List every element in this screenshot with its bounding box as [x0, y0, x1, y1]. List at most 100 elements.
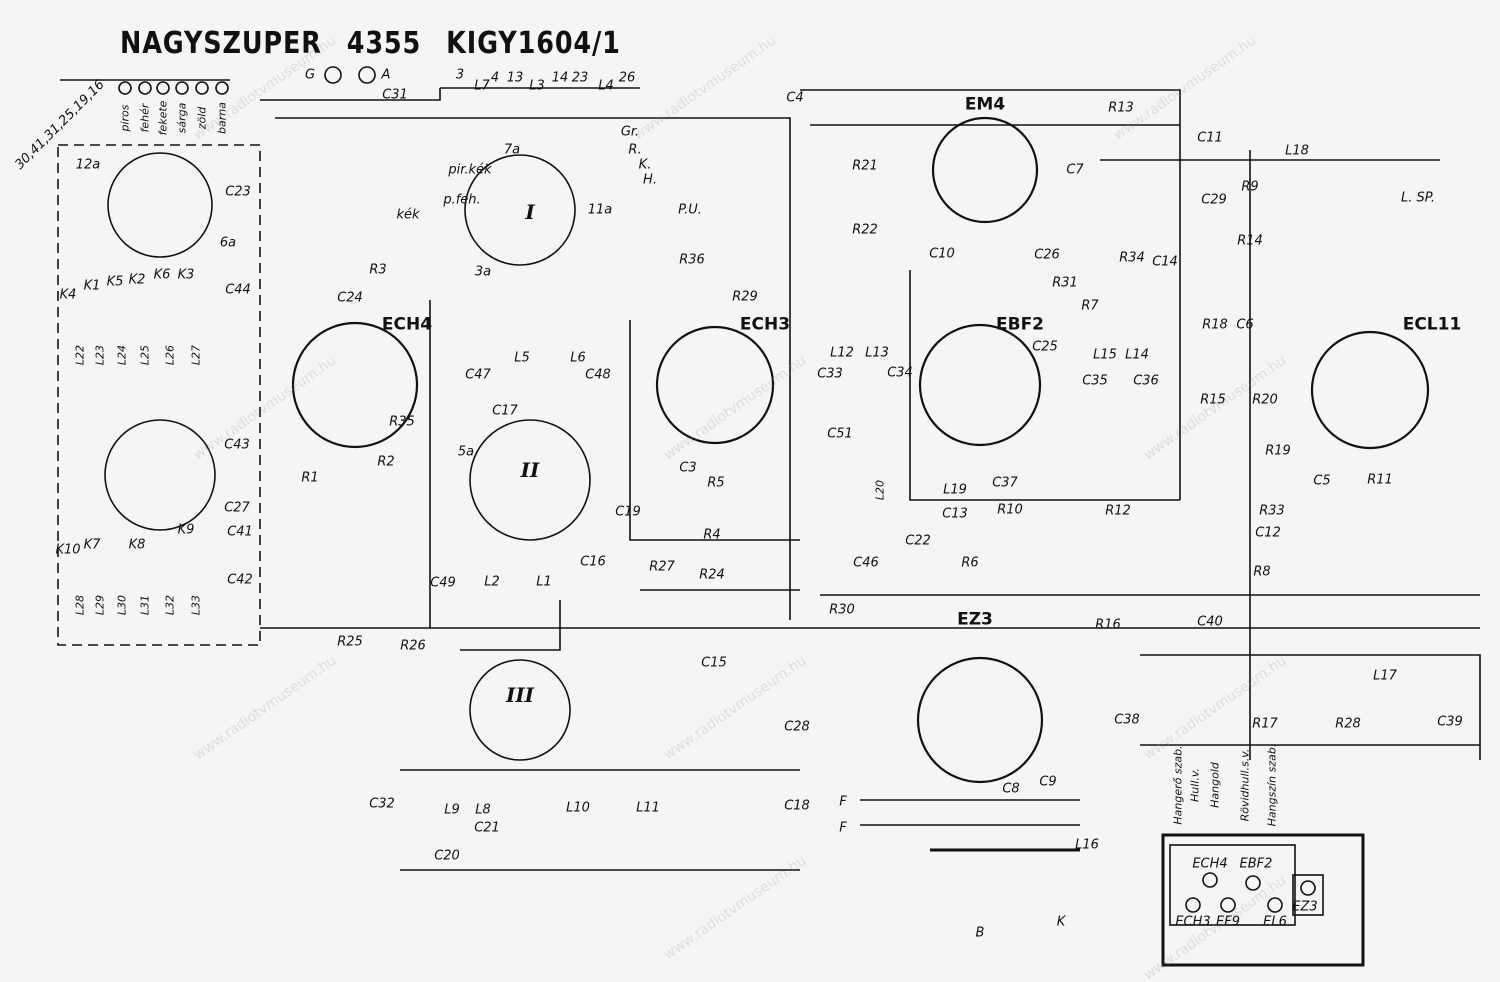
label-r30: R30	[829, 602, 855, 618]
chassis-tube-label: EL6	[1263, 914, 1287, 930]
label-c31: C31	[382, 87, 408, 103]
label-c13: C13	[942, 506, 968, 522]
label-l13: L13	[865, 345, 889, 361]
label-r21: R21	[852, 158, 878, 174]
label-c34: C34	[887, 365, 913, 381]
label-l16: L16	[1075, 837, 1099, 853]
chassis-tube-label: EF9	[1216, 914, 1240, 930]
switch-I	[464, 154, 576, 266]
label-k8: K8	[128, 537, 146, 553]
label-r24: R24	[699, 567, 725, 583]
label-c49: C49	[430, 575, 456, 591]
lamp-label: fehér	[138, 103, 152, 133]
label-f2: F	[839, 820, 847, 836]
label-g: G	[304, 67, 316, 83]
label-r9: R9	[1241, 179, 1259, 195]
label-c25: C25	[1032, 339, 1058, 355]
tube-ech3	[655, 325, 775, 445]
label-l5: L5	[514, 350, 530, 366]
label-r6: R6	[961, 555, 979, 571]
label-l28: L28	[73, 594, 87, 616]
label-pu: P.U.	[678, 202, 702, 218]
label-k2: K2	[128, 272, 146, 288]
label-r22: R22	[852, 222, 878, 238]
label-c16: C16	[580, 554, 606, 570]
label-kek: kék	[396, 207, 420, 223]
label-l8: L8	[475, 802, 491, 818]
label-c41: C41	[227, 524, 253, 540]
label-pfeh: p.feh.	[443, 192, 481, 208]
label-l2: L2	[484, 574, 500, 590]
tube-ebf2	[918, 323, 1042, 447]
label-n12a: 12a	[75, 157, 101, 173]
lamp-label: fekete	[156, 100, 170, 136]
label-k6: K6	[153, 267, 171, 283]
label-r36: R36	[679, 252, 705, 268]
label-l24: L24	[115, 344, 129, 366]
label-k10: K10	[55, 542, 81, 558]
label-l22: L22	[73, 344, 87, 366]
lamp-label: sárga	[175, 102, 189, 134]
label-k3: K3	[177, 267, 195, 283]
label-c36: C36	[1133, 373, 1159, 389]
label-a: A	[381, 67, 391, 83]
label-r27: R27	[649, 559, 675, 575]
label-r15: R15	[1200, 392, 1226, 408]
label-c3: C3	[679, 460, 697, 476]
label-r3: R3	[369, 262, 387, 278]
label-c8: C8	[1002, 781, 1020, 797]
label-l32: L32	[163, 594, 177, 616]
label-c46: C46	[853, 555, 879, 571]
label-c23: C23	[225, 184, 251, 200]
label-kk: K.	[638, 157, 652, 173]
label-f1: F	[839, 794, 847, 810]
label-l9: L9	[444, 802, 460, 818]
label-n6a: 6a	[219, 235, 237, 251]
label-c40: C40	[1197, 614, 1223, 630]
label-l12: L12	[830, 345, 854, 361]
label-c39: C39	[1437, 714, 1463, 730]
label-r35: R35	[389, 414, 415, 430]
label-l1: L1	[536, 574, 552, 590]
schematic-title: NAGYSZUPER 4355 KIGY1604/1	[120, 26, 621, 61]
label-c20: C20	[434, 848, 460, 864]
label-c48: C48	[585, 367, 611, 383]
label-c15: C15	[701, 655, 727, 671]
label-c4: C4	[786, 90, 804, 106]
label-n7a: 7a	[503, 142, 521, 158]
label-l11: L11	[636, 800, 660, 816]
wafer-switch-bottom	[104, 419, 216, 531]
chassis-control-label: Rövidhull.s.v.	[1238, 748, 1252, 822]
label-l29: L29	[93, 594, 107, 616]
label-n3: 3	[455, 67, 465, 83]
label-r14: R14	[1237, 233, 1263, 249]
label-r25: R25	[337, 634, 363, 650]
label-c18: C18	[784, 798, 810, 814]
tube-label-ech4: ECH4	[381, 314, 433, 335]
label-r11: R11	[1367, 472, 1393, 488]
label-c28: C28	[784, 719, 810, 735]
label-r29: R29	[732, 289, 758, 305]
label-k4: K4	[59, 287, 77, 303]
label-r17: R17	[1252, 716, 1278, 732]
label-l19: L19	[943, 482, 967, 498]
chassis-control-label: Hangszín szab.	[1265, 743, 1279, 827]
label-k1: K1	[83, 278, 101, 294]
band-coil-box	[57, 144, 261, 646]
label-c38: C38	[1114, 712, 1140, 728]
label-n26: 26	[618, 70, 636, 86]
label-r16: R16	[1095, 617, 1121, 633]
tube-label-ez3: EZ3	[957, 609, 993, 630]
label-l31: L31	[138, 594, 152, 616]
label-c42: C42	[227, 572, 253, 588]
switch-II	[469, 419, 591, 541]
label-c29: C29	[1201, 192, 1227, 208]
tube-em4	[931, 116, 1039, 224]
chassis-tube-label: ECH4	[1192, 856, 1228, 872]
label-c24: C24	[337, 290, 363, 306]
label-r18: R18	[1202, 317, 1228, 333]
switch-label-iii: III	[505, 683, 535, 707]
label-b: B	[975, 925, 985, 941]
label-l15: L15	[1093, 347, 1117, 363]
label-pirkek: pir.kék	[448, 162, 492, 178]
